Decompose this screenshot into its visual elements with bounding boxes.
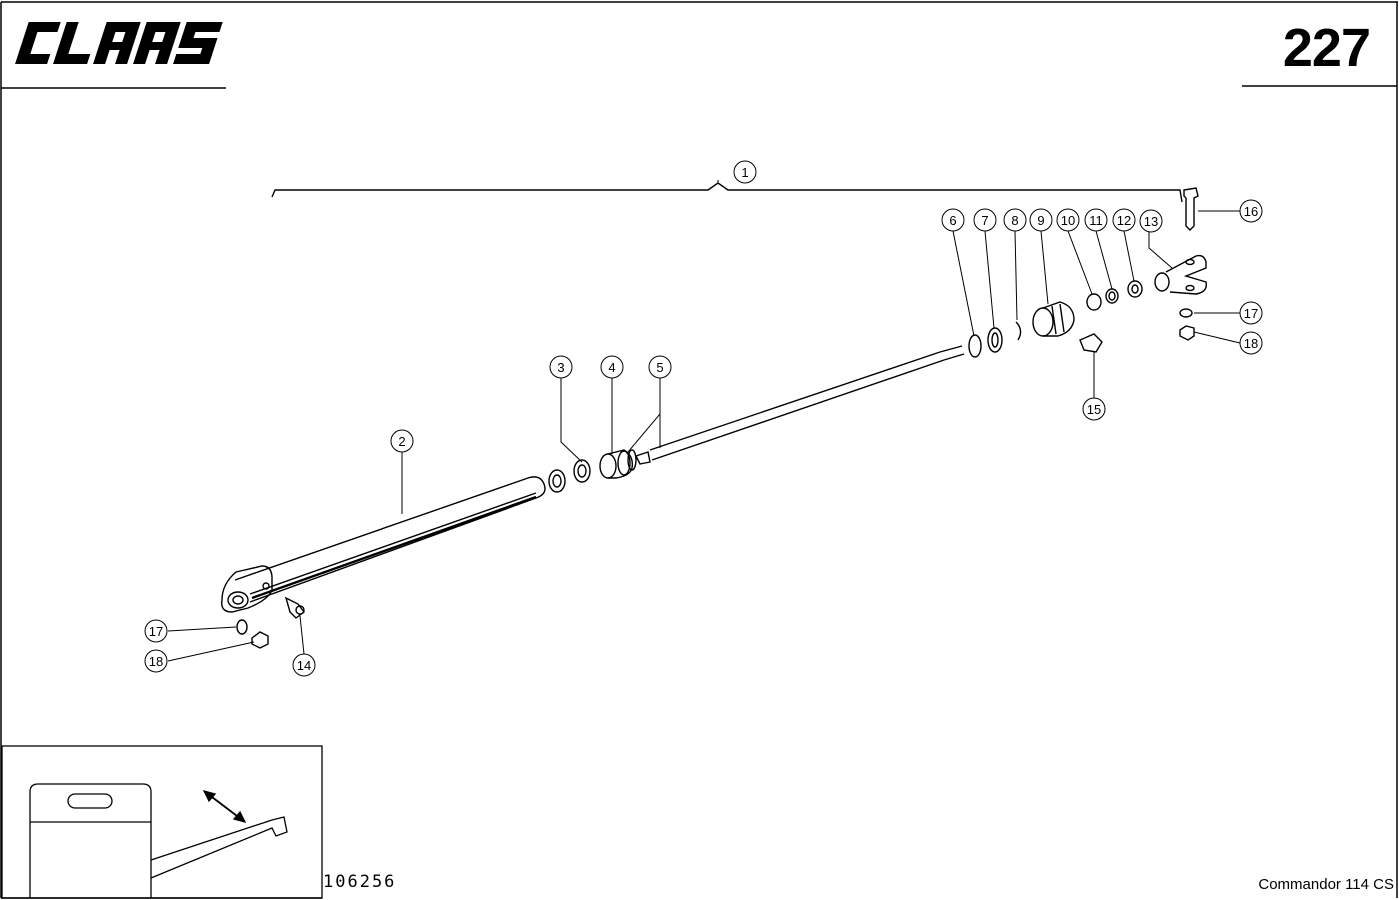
callout-label: 6 bbox=[949, 213, 956, 228]
callout-label: 10 bbox=[1061, 213, 1075, 228]
drawing-number: 106256 bbox=[323, 872, 397, 892]
callout-16: 16 bbox=[1239, 199, 1263, 223]
callout-11: 11 bbox=[1084, 208, 1108, 232]
inset-locator-view bbox=[1, 745, 323, 899]
callout-10: 10 bbox=[1056, 208, 1080, 232]
claas-logo bbox=[15, 22, 223, 64]
callout-label: 14 bbox=[297, 658, 311, 673]
leader-lines bbox=[167, 180, 1241, 662]
callout-18-right: 18 bbox=[1239, 331, 1263, 355]
callout-label: 16 bbox=[1244, 204, 1258, 219]
callout-label: 18 bbox=[149, 654, 163, 669]
callout-label: 17 bbox=[149, 624, 163, 639]
callout-4: 4 bbox=[600, 355, 624, 379]
callout-label: 2 bbox=[398, 434, 405, 449]
callout-13: 13 bbox=[1139, 209, 1163, 233]
callout-label: 7 bbox=[981, 213, 988, 228]
callout-3: 3 bbox=[549, 355, 573, 379]
callout-label: 11 bbox=[1089, 213, 1103, 228]
callout-label: 1 bbox=[741, 165, 748, 180]
model-name: Commandor 114 CS bbox=[1258, 876, 1394, 893]
callout-label: 4 bbox=[608, 360, 615, 375]
callout-label: 8 bbox=[1011, 213, 1018, 228]
callout-label: 5 bbox=[656, 360, 663, 375]
callout-14: 14 bbox=[292, 653, 316, 677]
page-number: 227 bbox=[1282, 18, 1371, 78]
callout-8: 8 bbox=[1003, 208, 1027, 232]
callout-17-right: 17 bbox=[1239, 301, 1263, 325]
callout-12: 12 bbox=[1112, 208, 1136, 232]
callout-2: 2 bbox=[390, 429, 414, 453]
callout-7: 7 bbox=[973, 208, 997, 232]
callout-label: 12 bbox=[1117, 213, 1131, 228]
callout-label: 3 bbox=[557, 360, 564, 375]
callout-label: 18 bbox=[1244, 336, 1258, 351]
callout-label: 9 bbox=[1037, 213, 1044, 228]
callout-17-left: 17 bbox=[144, 619, 168, 643]
callout-15: 15 bbox=[1082, 397, 1106, 421]
callout-label: 15 bbox=[1087, 402, 1101, 417]
callout-6: 6 bbox=[941, 208, 965, 232]
callout-9: 9 bbox=[1029, 208, 1053, 232]
callout-label: 13 bbox=[1144, 214, 1158, 229]
callout-1: 1 bbox=[733, 160, 757, 184]
callout-18-left: 18 bbox=[144, 649, 168, 673]
cylinder-assembly bbox=[221, 182, 1207, 649]
callout-label: 17 bbox=[1244, 306, 1258, 321]
callout-5: 5 bbox=[648, 355, 672, 379]
